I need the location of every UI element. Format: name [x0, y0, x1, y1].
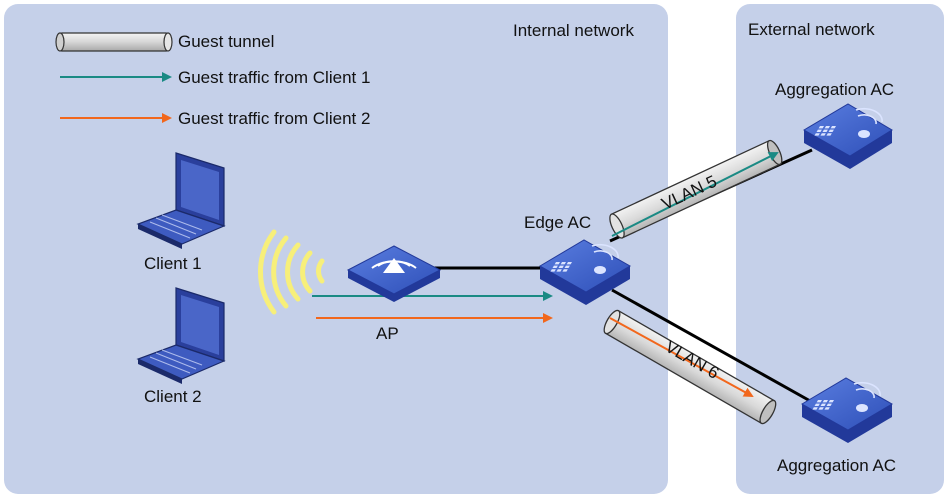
edge-ac-label: Edge AC [524, 213, 592, 232]
client1-tunnel-arrow [611, 152, 779, 237]
link-edge-agg-bottom [611, 288, 813, 404]
client2-tunnel-arrow [609, 317, 754, 397]
agg-ac-bottom-label: Aggregation AC [777, 456, 897, 475]
client1-label: Client 1 [144, 254, 202, 273]
zone-external-label: External network [748, 20, 875, 39]
ap-label: AP [376, 324, 399, 343]
access-controller-icon [539, 239, 631, 305]
legend-tunnel-label: Guest tunnel [178, 32, 275, 51]
legend-client2-label: Guest traffic from Client 2 [178, 109, 371, 128]
internal-network-zone [4, 4, 668, 494]
legend-tunnel-icon [55, 32, 173, 52]
access-point-icon [346, 245, 442, 302]
agg-ac-top-label: Aggregation AC [775, 80, 895, 99]
aggregation-ac-bottom-icon [801, 377, 893, 443]
laptop-icon [136, 152, 226, 249]
zone-internal-label: Internal network [513, 21, 634, 40]
laptop-icon [136, 287, 226, 384]
wifi-signal-icon [258, 229, 325, 315]
client2-label: Client 2 [144, 387, 202, 406]
legend-client1-label: Guest traffic from Client 1 [178, 68, 371, 87]
aggregation-ac-top-icon [803, 103, 893, 169]
